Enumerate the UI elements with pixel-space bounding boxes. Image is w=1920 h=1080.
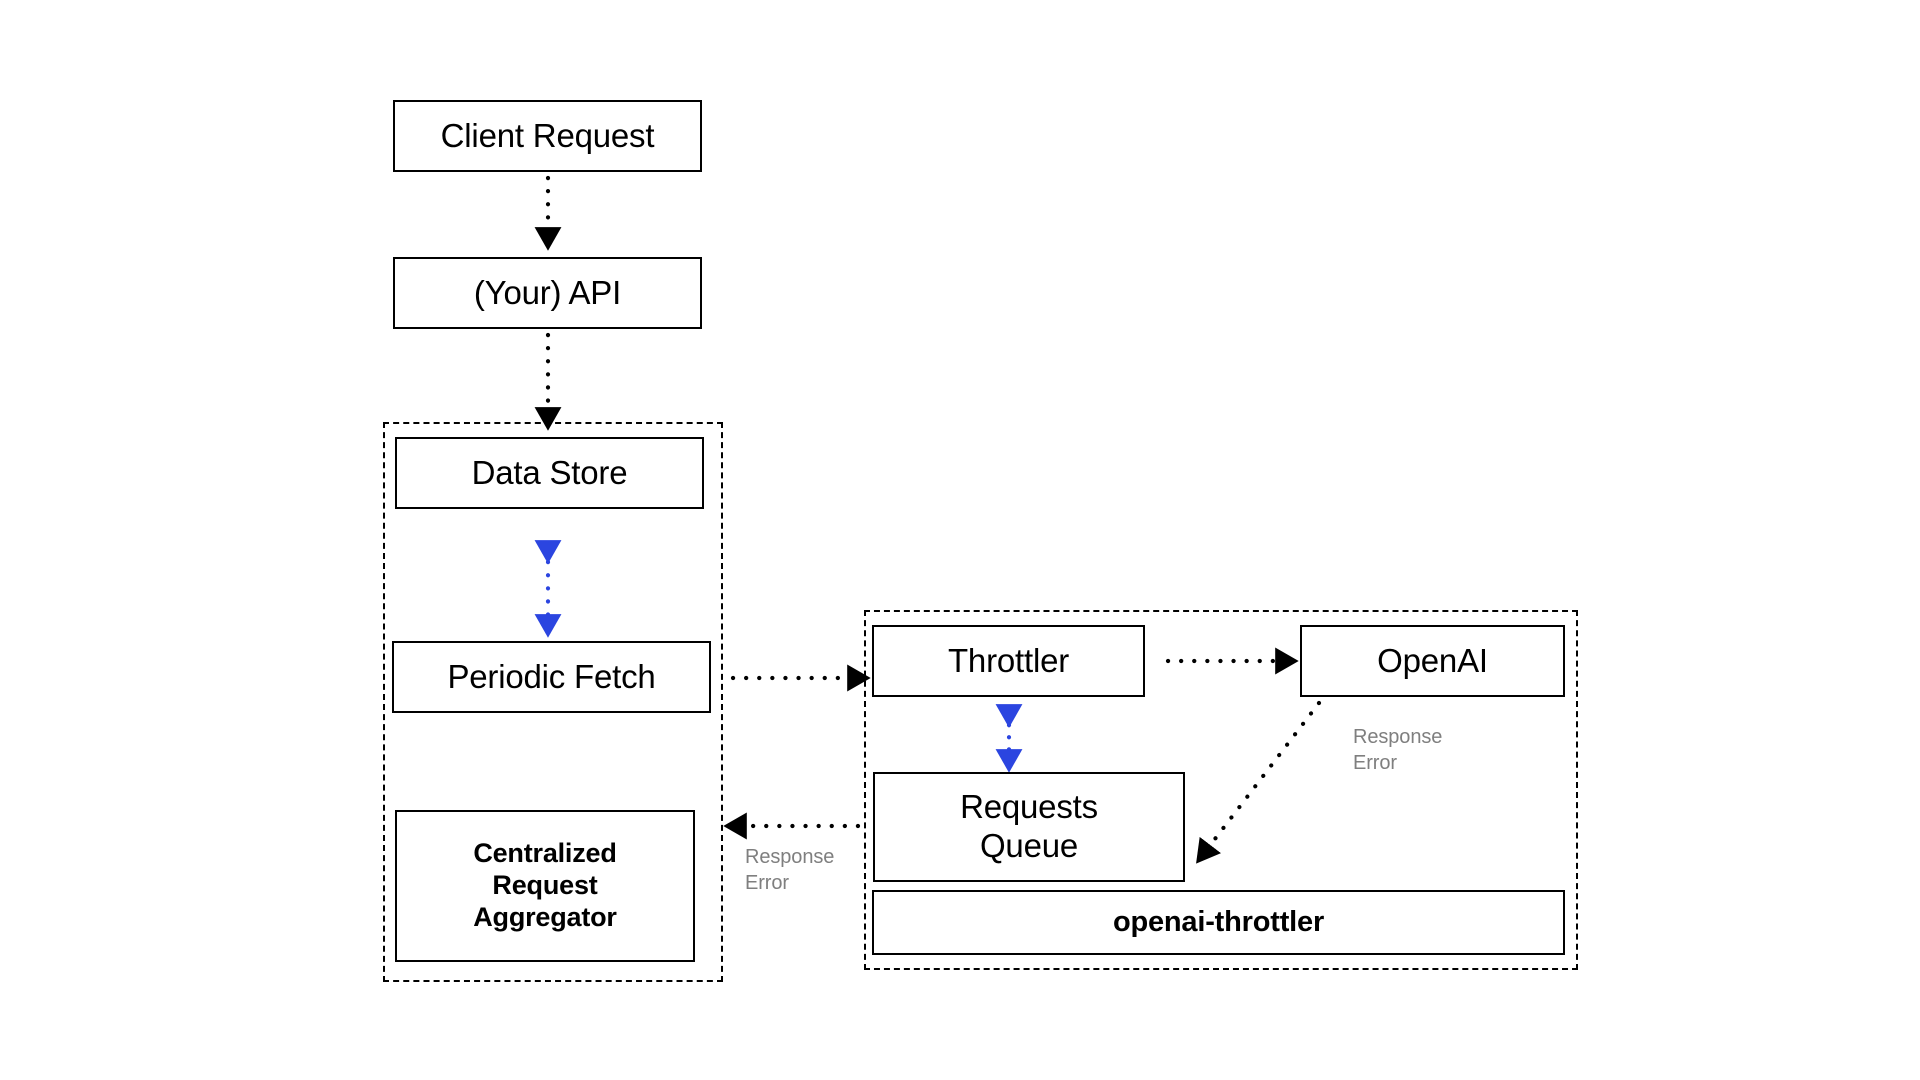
node-your-api[interactable]: (Your) API	[393, 257, 702, 329]
response-error-label-openai: Response Error	[1353, 726, 1443, 774]
node-label-data-store: Data Store	[471, 453, 628, 491]
node-openai[interactable]: OpenAI	[1300, 625, 1565, 697]
node-openai-throttler[interactable]: openai-throttler	[872, 890, 1565, 955]
node-client-request[interactable]: Client Request	[393, 100, 702, 172]
node-label-centralized-request-aggregator: Centralized Request Aggregator	[473, 838, 617, 932]
edge-openai-to-requests-queue	[1196, 700, 1322, 864]
node-requests-queue[interactable]: Requests Queue	[873, 772, 1185, 882]
node-data-store[interactable]: Data Store	[395, 437, 704, 509]
group-openai-throttler	[864, 610, 1578, 970]
node-centralized-request-aggregator[interactable]: Centralized Request Aggregator	[395, 810, 695, 962]
node-label-client-request: Client Request	[440, 116, 655, 154]
node-label-throttler: Throttler	[947, 641, 1070, 679]
node-periodic-fetch[interactable]: Periodic Fetch	[392, 641, 711, 713]
node-throttler[interactable]: Throttler	[872, 625, 1145, 697]
node-label-your-api: (Your) API	[473, 273, 622, 311]
node-label-openai-throttler: openai-throttler	[1112, 906, 1325, 939]
node-label-periodic-fetch: Periodic Fetch	[447, 657, 656, 695]
node-label-openai: OpenAI	[1377, 641, 1488, 679]
response-error-label-aggregator: Response Error	[745, 846, 835, 894]
node-label-requests-queue: Requests Queue	[960, 788, 1098, 864]
